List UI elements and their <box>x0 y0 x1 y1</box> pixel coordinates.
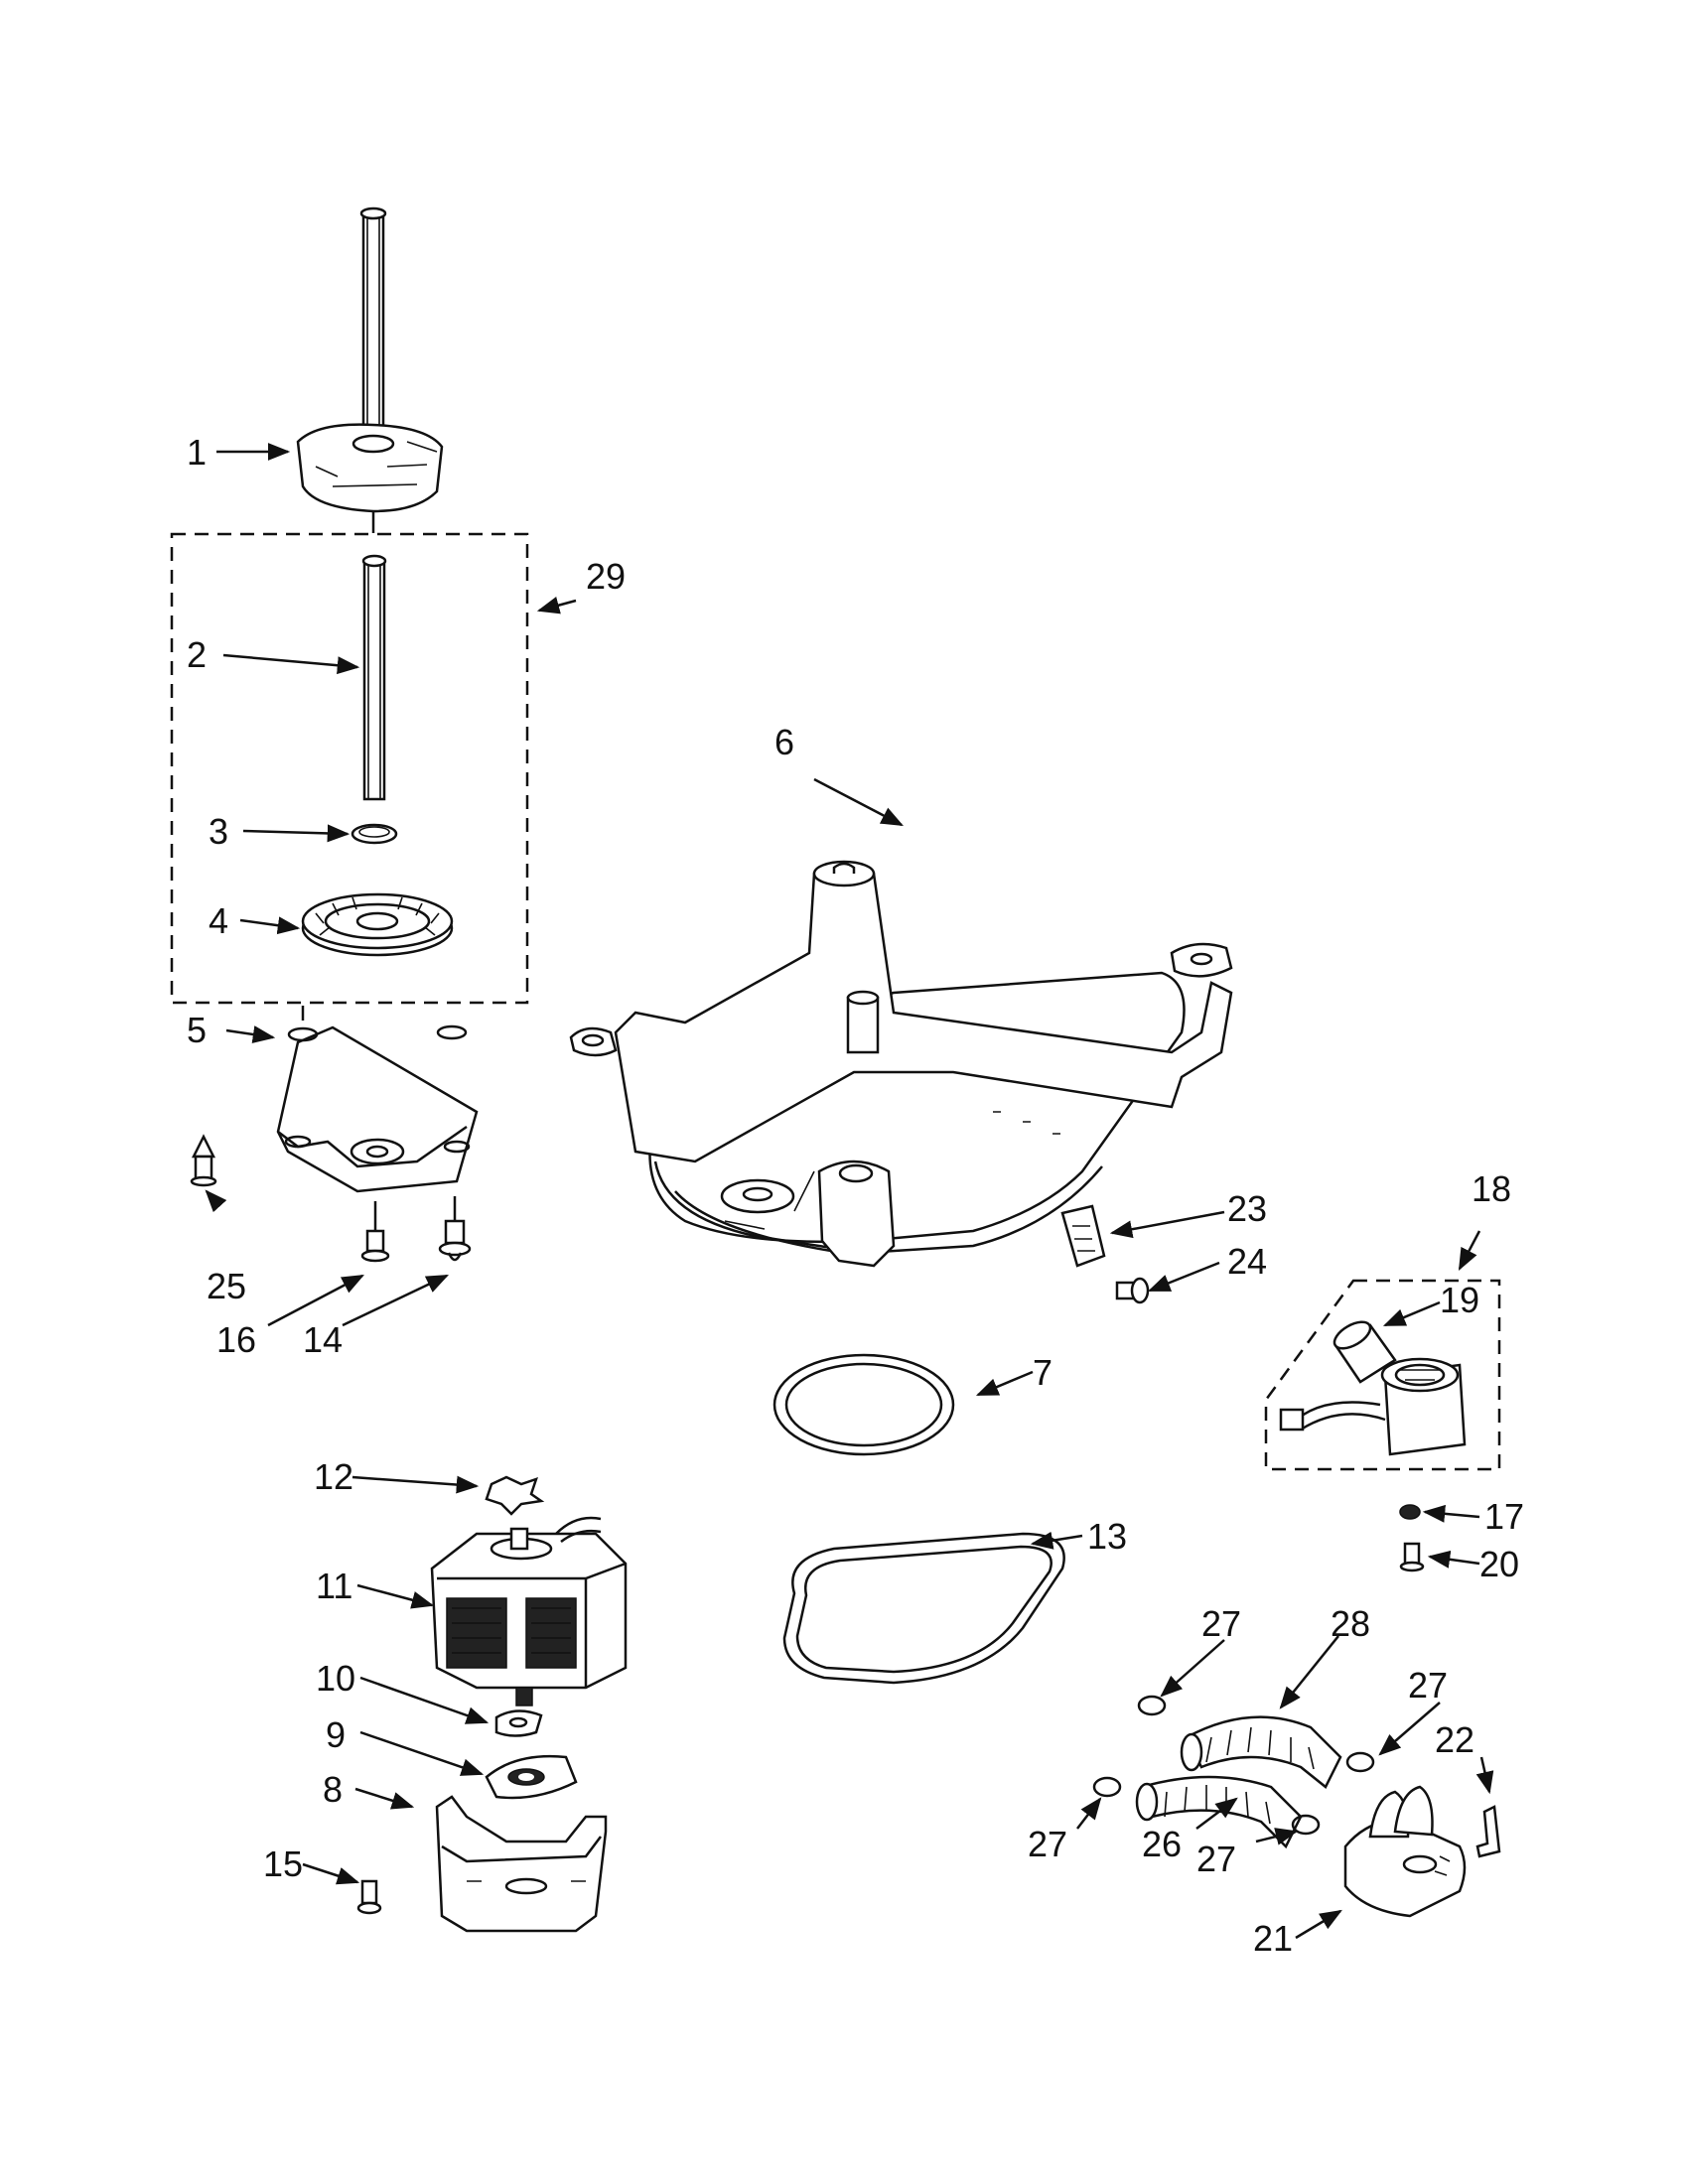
callout-17: 17 <box>1484 1496 1524 1537</box>
callout-9: 9 <box>326 1714 346 1755</box>
callout-27-lower-right: 27 <box>1196 1839 1236 1879</box>
part-7-seal-ring <box>772 1353 955 1456</box>
part-6-base-frame <box>569 860 1233 1268</box>
part-1-agitator-shaft-assembly <box>296 206 444 533</box>
part-22-bracket <box>1475 1805 1501 1858</box>
part-27-clamp-c <box>1345 1751 1375 1773</box>
part-3-retaining-ring <box>351 823 398 845</box>
callout-labels: 1 2 3 4 5 6 7 8 9 10 11 12 13 14 15 16 1… <box>187 432 1524 1959</box>
callout-8: 8 <box>323 1769 343 1810</box>
part-11-drive-motor <box>430 1516 628 1706</box>
part-18-pump-motor <box>1279 1357 1467 1456</box>
part-25-screw <box>190 1134 217 1187</box>
part-10-clip <box>494 1709 543 1737</box>
callout-27-lower-left: 27 <box>1028 1824 1067 1864</box>
callout-23: 23 <box>1227 1188 1267 1229</box>
callout-12: 12 <box>314 1456 353 1497</box>
part-27-clamp-a <box>1137 1695 1167 1716</box>
part-18-kit-box <box>1264 1279 1501 1471</box>
callout-15: 15 <box>263 1843 303 1884</box>
callout-7: 7 <box>1033 1352 1052 1393</box>
callout-6: 6 <box>774 722 794 762</box>
callout-28: 28 <box>1331 1603 1370 1644</box>
part-14-stud <box>438 1196 472 1262</box>
part-27-clamp-d <box>1291 1814 1321 1836</box>
callout-18: 18 <box>1472 1168 1511 1209</box>
callout-29: 29 <box>586 556 626 597</box>
part-12-coupling <box>485 1475 545 1516</box>
part-20-screw <box>1399 1542 1425 1572</box>
part-19-capacitor <box>1333 1320 1397 1384</box>
callout-27-upper-left: 27 <box>1201 1603 1241 1644</box>
callout-27-upper-right: 27 <box>1408 1665 1448 1706</box>
callout-24: 24 <box>1227 1241 1267 1282</box>
part-13-drive-belt <box>782 1532 1065 1685</box>
part-9-pulley-cover <box>485 1754 578 1800</box>
part-23-clip <box>1060 1204 1106 1268</box>
callout-22: 22 <box>1435 1719 1474 1760</box>
callout-20: 20 <box>1479 1544 1519 1584</box>
callout-3: 3 <box>209 811 228 852</box>
part-15-screw <box>356 1879 382 1915</box>
part-16-screw <box>360 1201 390 1263</box>
callout-26: 26 <box>1142 1824 1182 1864</box>
part-8-motor-shield <box>435 1795 608 1933</box>
part-21-pump-housing <box>1343 1785 1467 1918</box>
part-28-hose <box>1180 1715 1342 1789</box>
part-4-drive-pulley <box>301 892 454 957</box>
callout-14: 14 <box>303 1319 343 1360</box>
callout-16: 16 <box>216 1319 256 1360</box>
callout-2: 2 <box>187 634 207 675</box>
part-27-clamp-b <box>1092 1776 1122 1798</box>
part-2-drive-shaft <box>361 554 387 801</box>
callout-25: 25 <box>207 1266 246 1306</box>
part-24-screw <box>1115 1277 1150 1304</box>
callout-1: 1 <box>187 432 207 473</box>
callout-21: 21 <box>1253 1918 1293 1959</box>
callout-11: 11 <box>316 1566 352 1606</box>
callout-5: 5 <box>187 1010 207 1050</box>
part-5-motor-mount-bracket <box>276 1006 479 1193</box>
callout-10: 10 <box>316 1658 355 1699</box>
part-17-nut <box>1399 1504 1421 1520</box>
callout-19: 19 <box>1440 1280 1479 1320</box>
callout-13: 13 <box>1087 1516 1127 1557</box>
leader-lines <box>205 443 1494 1940</box>
callout-4: 4 <box>209 900 228 941</box>
